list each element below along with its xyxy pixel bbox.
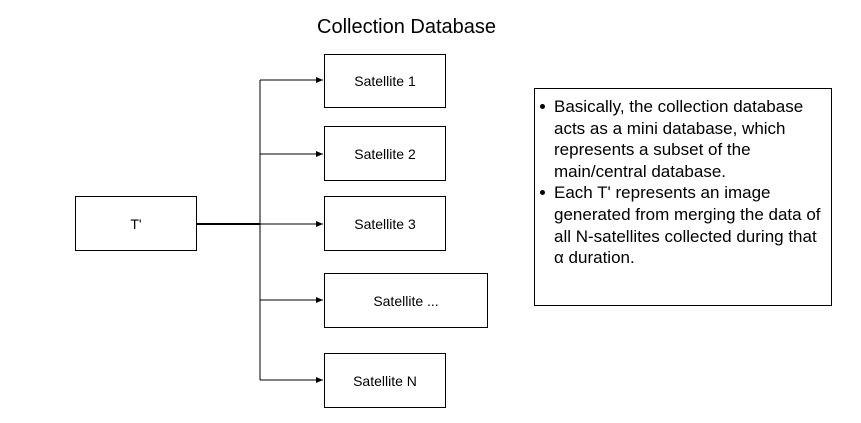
satellite-node-n: Satellite N: [324, 353, 446, 408]
satellite-node-label: Satellite N: [353, 372, 417, 389]
satellite-node-ellipsis: Satellite ...: [324, 273, 488, 328]
satellite-node-label: Satellite ...: [373, 292, 439, 309]
note-bullet-item: Basically, the collection database acts …: [540, 96, 825, 182]
satellite-node-label: Satellite 1: [354, 73, 416, 89]
diagram-title: Collection Database: [317, 16, 496, 38]
note-bullet-item: Each T' represents an image generated fr…: [540, 182, 825, 268]
satellite-node-2: Satellite 2: [324, 126, 446, 181]
satellite-node-3: Satellite 3: [324, 196, 446, 251]
explanation-note-box: Basically, the collection database acts …: [534, 88, 832, 306]
satellite-node-label: Satellite 2: [354, 145, 416, 162]
satellite-node-1: Satellite 1: [324, 54, 446, 108]
source-node-t-prime: T': [75, 196, 197, 251]
note-bullet-list: Basically, the collection database acts …: [535, 89, 831, 269]
satellite-node-label: Satellite 3: [354, 215, 416, 232]
source-node-label: T': [130, 215, 142, 232]
